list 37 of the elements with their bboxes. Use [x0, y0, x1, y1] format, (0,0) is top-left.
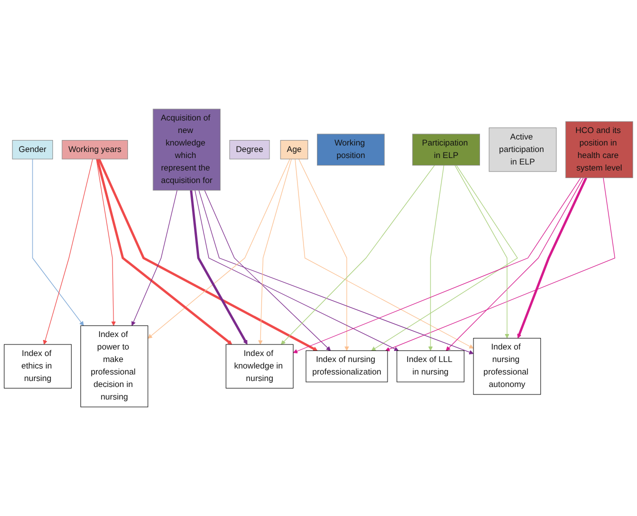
arrow [280, 164, 435, 345]
arrow [32, 158, 84, 326]
arrow [428, 164, 444, 351]
arrow [194, 190, 399, 351]
arrow [96, 158, 116, 326]
node-box: HCO and its position in health care system level [565, 121, 634, 178]
node-box: Degree [229, 140, 270, 160]
node-box: Working position [316, 134, 385, 166]
node-box: Index of ethics in nursing [4, 344, 72, 388]
arrow [454, 164, 510, 338]
arrow [198, 190, 474, 354]
node-box: Gender [12, 140, 53, 160]
node-box: Index of LLL in nursing [396, 350, 464, 382]
node-box: Index of nursing professionalization [306, 350, 388, 382]
arrow [446, 177, 584, 351]
node-box: Active participation in ELP [488, 128, 557, 172]
node-box: Working years [62, 140, 128, 160]
arrow [190, 190, 248, 345]
arrow [371, 164, 518, 351]
arrow [96, 158, 232, 345]
arrow [385, 177, 616, 352]
arrow [298, 158, 350, 351]
arrow [517, 177, 588, 338]
arrow [292, 177, 582, 354]
node-box: Age [280, 140, 308, 160]
arrow [98, 158, 318, 351]
arrow [43, 158, 93, 345]
arrow [294, 158, 474, 349]
node-box: Index of knowledge in nursing [226, 344, 294, 388]
node-box: Acquisition of new knowledge which represent the acquisition for [152, 108, 221, 191]
node-box: Index of nursing professional autonomy [473, 338, 541, 395]
arrow [204, 190, 331, 351]
arrow [148, 158, 290, 339]
node-box: Participation in ELP [412, 134, 480, 166]
arrow [258, 158, 292, 345]
node-box: Index of power to make professional decision in nursing [80, 325, 148, 408]
arrow [131, 190, 178, 326]
